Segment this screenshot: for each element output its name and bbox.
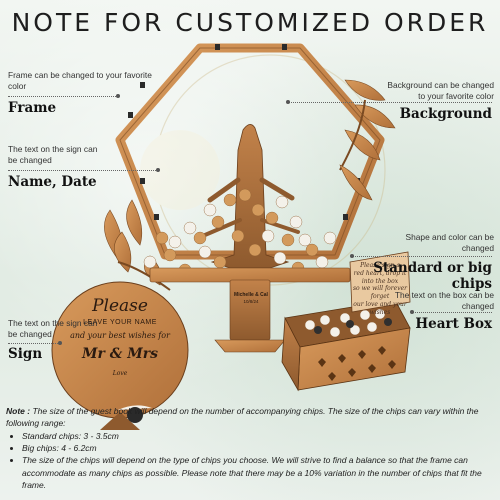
note-item-size-variation: The size of the chips will depend on the… bbox=[22, 454, 494, 491]
heart-box-annotation-dot bbox=[410, 310, 414, 314]
background-annotation-dot bbox=[286, 100, 290, 104]
page-title: NOTE FOR CUSTOMIZED ORDER bbox=[11, 8, 489, 37]
sign-line-leave-name: LEAVE YOUR NAME bbox=[83, 319, 157, 326]
note-section: Note : The size of the guest book will d… bbox=[6, 405, 494, 491]
note-item-standard-chips: Standard chips: 3 - 3.5cm bbox=[22, 430, 494, 442]
leaf-branch-right bbox=[339, 79, 396, 201]
name-date-annotation-line bbox=[8, 170, 158, 171]
note-label: Note : bbox=[6, 406, 31, 416]
note-intro: The size of the guest book will depend o… bbox=[6, 406, 479, 429]
frame-annotation-line bbox=[8, 96, 118, 97]
box-text-line-2: red heart, drop it into the box bbox=[353, 269, 407, 285]
sign-line-love: Love bbox=[112, 370, 128, 377]
sign-annotation-heading: Sign bbox=[8, 346, 43, 362]
name-date-annotation-heading: Name, Date bbox=[8, 174, 97, 190]
chips-annotation-dot bbox=[350, 254, 354, 258]
sign-line-mr-mrs: Mr & Mrs bbox=[81, 346, 158, 362]
name-date-annotation-desc: The text on the sign can be changed bbox=[8, 144, 98, 165]
frame-annotation-desc: Frame can be changed to your favorite co… bbox=[8, 70, 152, 91]
background-annotation-heading: Background bbox=[399, 106, 492, 122]
frame-annotation-heading: Frame bbox=[8, 100, 57, 116]
note-list: Standard chips: 3 - 3.5cm Big chips: 4 -… bbox=[6, 430, 494, 492]
sign-annotation-dot bbox=[58, 341, 62, 345]
chips-annotation-heading: Standard or big chips bbox=[373, 260, 492, 292]
chips-annotation-line bbox=[352, 256, 492, 257]
sign-line-please: Please bbox=[92, 296, 148, 316]
box-text-line-1: Please sign a bbox=[360, 262, 400, 269]
note-intro-row: Note : The size of the guest book will d… bbox=[6, 405, 494, 430]
frame-annotation-dot bbox=[116, 94, 120, 98]
background-annotation-desc: Background can be changed to your favori… bbox=[387, 80, 494, 101]
sign-annotation-desc: The text on the sign can be changed bbox=[8, 318, 98, 339]
tree-chips bbox=[143, 188, 337, 277]
box-lid-text: Please sign a red heart, drop it into th… bbox=[352, 262, 408, 317]
background-annotation-line bbox=[288, 102, 492, 103]
stand-base bbox=[149, 267, 351, 353]
round-sign bbox=[51, 281, 189, 430]
chips-annotation-desc: Shape and color can be changed bbox=[405, 232, 494, 253]
heart-box bbox=[281, 251, 411, 392]
note-item-big-chips: Big chips: 4 - 6.2cm bbox=[22, 442, 494, 454]
sign-annotation-line bbox=[8, 343, 60, 344]
tree-plaque-date: 10/8/24 bbox=[243, 299, 259, 304]
sign-line-best-wishes: and your best wishes for bbox=[70, 331, 170, 340]
name-date-annotation-dot bbox=[156, 168, 160, 172]
box-text-line-3: so we will forever forget bbox=[352, 285, 408, 301]
tree-plaque-name: Michelle & Cal bbox=[234, 292, 268, 298]
heart-box-annotation-heading: Heart Box bbox=[415, 316, 492, 332]
box-text-line-4: our love and your wishes bbox=[353, 300, 407, 316]
heart-box-annotation-line bbox=[412, 312, 492, 313]
heart-box-annotation-desc: The text on the box can be changed bbox=[394, 290, 494, 311]
